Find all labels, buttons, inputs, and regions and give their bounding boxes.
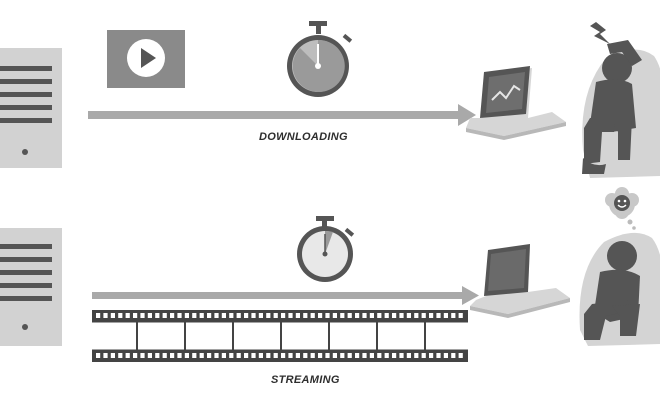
user-icon (584, 241, 640, 340)
lightning-icon (590, 22, 610, 44)
server-icon (0, 48, 62, 168)
laptop-icon (466, 66, 566, 140)
video-file-icon (107, 30, 185, 88)
stopwatch-icon (297, 216, 355, 282)
arrow-icon (92, 286, 479, 305)
stopwatch-icon (287, 21, 353, 97)
downloading-label: DOWNLOADING (259, 131, 348, 143)
server-icon (0, 228, 62, 346)
arrow-icon (88, 104, 476, 126)
happy-thought-icon (605, 187, 639, 230)
laptop-icon (470, 244, 570, 318)
streaming-label: STREAMING (271, 374, 340, 386)
user-icon (582, 40, 642, 174)
film-strip-icon (92, 310, 468, 362)
